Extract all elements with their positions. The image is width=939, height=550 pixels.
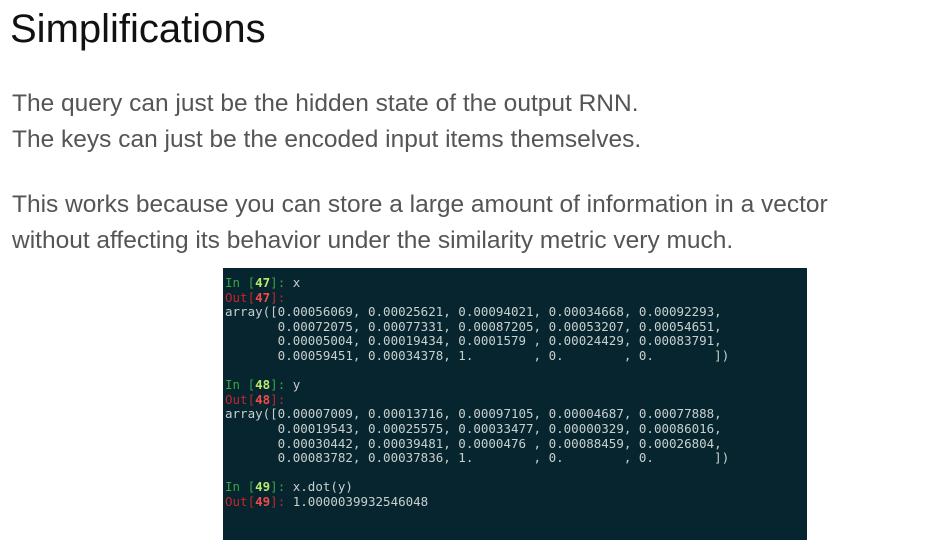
output-line: 0.00030442, 0.00039481, 0.0000476 , 0.00… — [225, 435, 722, 451]
paragraph-line: without affecting its behavior under the… — [12, 227, 734, 254]
paragraph-explanation: This works because you can store a large… — [12, 187, 828, 259]
input-line: In [47]: x — [225, 275, 807, 291]
input-line: In [48]: y — [225, 377, 807, 393]
slide-title: Simplifications — [10, 7, 266, 51]
output-line: Out[49]: 1.0000039932546048 — [225, 493, 807, 510]
output-line: array([0.00007009, 0.00013716, 0.0009710… — [225, 406, 722, 422]
out-prompt: Out[48]: — [225, 391, 286, 407]
output-prompt-line: Out[48]: — [225, 391, 807, 408]
input-code: x — [292, 275, 301, 290]
paragraph-line: This works because you can store a large… — [12, 191, 828, 218]
input-line: In [49]: x.dot(y) — [225, 480, 807, 495]
input-code: x.dot(y) — [292, 479, 353, 495]
output-line: array([0.00056069, 0.00025621, 0.0009402… — [225, 304, 722, 320]
paragraph-line: The keys can just be the encoded input i… — [12, 126, 642, 153]
terminal-cell-48: In [48]: y Out[48]: array([0.00007009, 0… — [225, 377, 807, 466]
input-code: y — [292, 377, 301, 393]
out-prompt: Out[49]: — [225, 493, 293, 509]
in-prompt: In [48]: — [225, 377, 293, 393]
in-prompt: In [49]: — [225, 479, 293, 495]
terminal-cell-49: In [49]: x.dot(y) Out[49]: 1.00000399325… — [225, 480, 807, 509]
paragraph-query-keys: The query can just be the hidden state o… — [12, 86, 641, 158]
output-line: 0.00005004, 0.00019434, 0.0001579 , 0.00… — [225, 333, 722, 349]
output-line: 0.00059451, 0.00034378, 1. , 0. , 0. ]) — [225, 347, 730, 363]
in-prompt: In [47]: — [225, 275, 293, 290]
out-prompt: Out[47]: — [225, 289, 286, 305]
output-prompt-line: Out[47]: — [225, 289, 807, 306]
ipython-terminal-screenshot: In [47]: x Out[47]: array([0.00056069, 0… — [223, 268, 807, 540]
paragraph-line: The query can just be the hidden state o… — [12, 90, 639, 117]
output-line: 0.00083782, 0.00037836, 1. , 0. , 0. ]) — [225, 450, 730, 466]
output-line: 0.00019543, 0.00025575, 0.00033477, 0.00… — [225, 420, 722, 436]
terminal-cell-47: In [47]: x Out[47]: array([0.00056069, 0… — [225, 275, 807, 364]
output-value: 1.0000039932546048 — [292, 493, 429, 509]
output-line: 0.00072075, 0.00077331, 0.00087205, 0.00… — [225, 318, 722, 334]
